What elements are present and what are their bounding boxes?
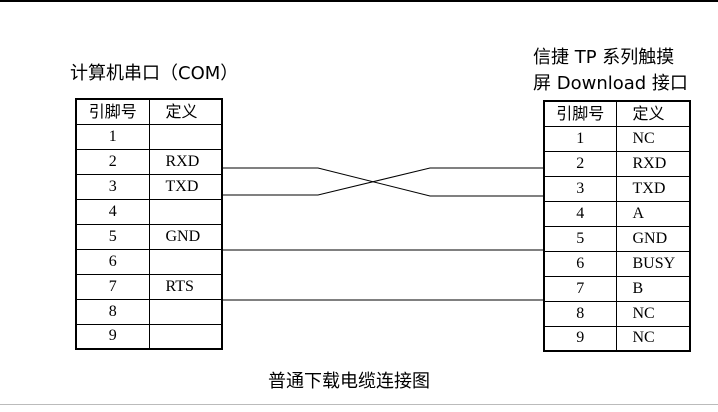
bottom-rule	[0, 404, 718, 405]
pin-definition: RXD	[148, 148, 223, 175]
pin-definition	[148, 123, 223, 150]
pin-definition: GND	[148, 223, 223, 250]
table-row: 6	[75, 248, 223, 275]
pin-definition: GND	[615, 225, 691, 252]
table-row: 4	[75, 198, 223, 225]
table-row: 9	[75, 323, 223, 350]
pin-number: 9	[75, 323, 150, 350]
pin-definition: NC	[615, 325, 691, 352]
header-pin: 引脚号	[75, 98, 150, 125]
right-connector-title-line2: 屏 Download 接口	[533, 73, 688, 94]
pin-number: 2	[543, 150, 617, 177]
pin-number: 7	[75, 273, 150, 300]
wire-left-txd-to-right-rxd	[222, 167, 543, 196]
pin-definition: BUSY	[615, 250, 691, 277]
header-def: 定义	[615, 100, 691, 127]
pin-number: 1	[543, 125, 617, 152]
pin-number: 9	[543, 325, 617, 352]
pin-definition: TXD	[148, 173, 223, 200]
pin-number: 6	[543, 250, 617, 277]
pin-definition	[148, 298, 223, 325]
right-connector-title-line1: 信捷 TP 系列触摸	[533, 47, 675, 68]
pin-number: 5	[75, 223, 150, 250]
table-row: 1	[75, 123, 223, 150]
top-rule	[0, 0, 718, 2]
left-connector-title: 计算机串口（COM）	[70, 63, 239, 84]
pin-definition: B	[615, 275, 691, 302]
table-header-row: 引脚号 定义	[543, 100, 691, 127]
wire-left-rxd-to-right-txd	[222, 167, 543, 197]
pin-definition	[148, 248, 223, 275]
pin-definition	[148, 323, 223, 350]
pin-number: 4	[75, 198, 150, 225]
pin-number: 6	[75, 248, 150, 275]
pin-definition: NC	[615, 125, 691, 152]
pin-definition: TXD	[615, 175, 691, 202]
pin-definition: A	[615, 200, 691, 227]
pin-definition: RXD	[615, 150, 691, 177]
pin-number: 2	[75, 148, 150, 175]
diagram-caption: 普通下载电缆连接图	[268, 371, 430, 392]
pin-number: 8	[75, 298, 150, 325]
table-row: 8	[75, 298, 223, 325]
pin-number: 1	[75, 123, 150, 150]
